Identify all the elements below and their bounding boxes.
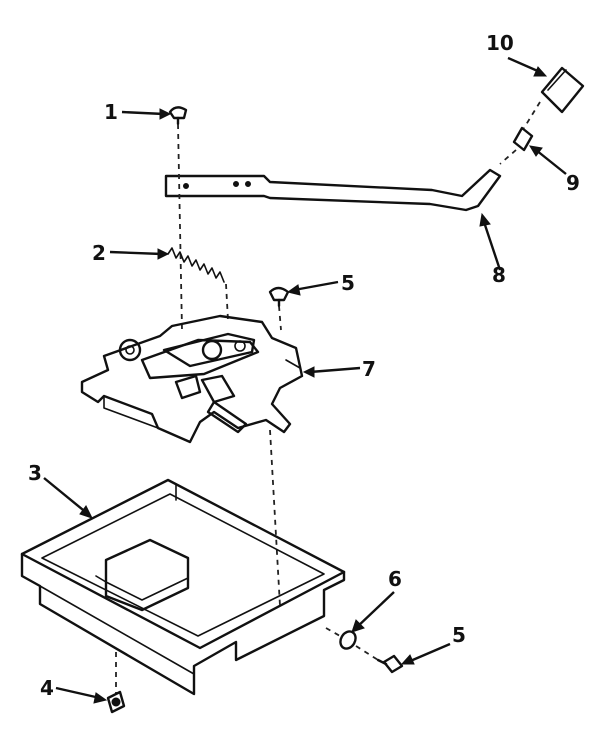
callout-9: 9 (566, 171, 580, 195)
callout-5-lower: 5 (452, 623, 466, 647)
callout-8: 8 (492, 263, 506, 287)
washer-part (339, 630, 357, 650)
leader-5-lower (407, 642, 451, 664)
lever-arm-part (164, 168, 502, 212)
leader-8 (482, 221, 502, 271)
leader-3 (43, 477, 89, 515)
callout-4: 4 (40, 676, 54, 700)
callout-5-upper: 5 (341, 271, 355, 295)
spring-part (167, 247, 225, 283)
latch-dashed-line (269, 429, 281, 607)
callout-7: 7 (362, 357, 376, 381)
latch-mechanism-part (80, 314, 304, 444)
leader-lines (43, 56, 567, 704)
screw-5-upper-dashed-line (278, 305, 282, 331)
leader-10 (507, 56, 541, 74)
leader-7 (309, 366, 361, 374)
screw-1-dashed-line (177, 123, 183, 331)
callout-6: 6 (388, 567, 402, 591)
screw-part-1 (168, 106, 188, 126)
ferrule-dashed-line (499, 149, 517, 165)
screw-part-4 (106, 690, 126, 714)
leader-9 (535, 149, 567, 175)
ferrule-part (512, 126, 534, 152)
callout-3: 3 (28, 461, 42, 485)
washer-dashed-line (325, 627, 341, 637)
screw-5-lower-dashed-line (355, 645, 379, 661)
leader-4 (55, 686, 101, 700)
base-pan-part (20, 478, 346, 696)
screw-part-5-upper (268, 286, 290, 308)
callout-1: 1 (104, 100, 118, 124)
knob-dashed-line (523, 101, 541, 129)
spring-dashed-line (225, 283, 229, 321)
leader-6 (355, 591, 395, 629)
callout-10: 10 (486, 31, 514, 55)
leader-5-upper (293, 280, 339, 292)
callout-2: 2 (92, 241, 106, 265)
screw-part-5-lower (376, 654, 404, 674)
leader-1 (121, 110, 165, 116)
knob-part (540, 66, 585, 114)
leader-2 (109, 250, 163, 256)
